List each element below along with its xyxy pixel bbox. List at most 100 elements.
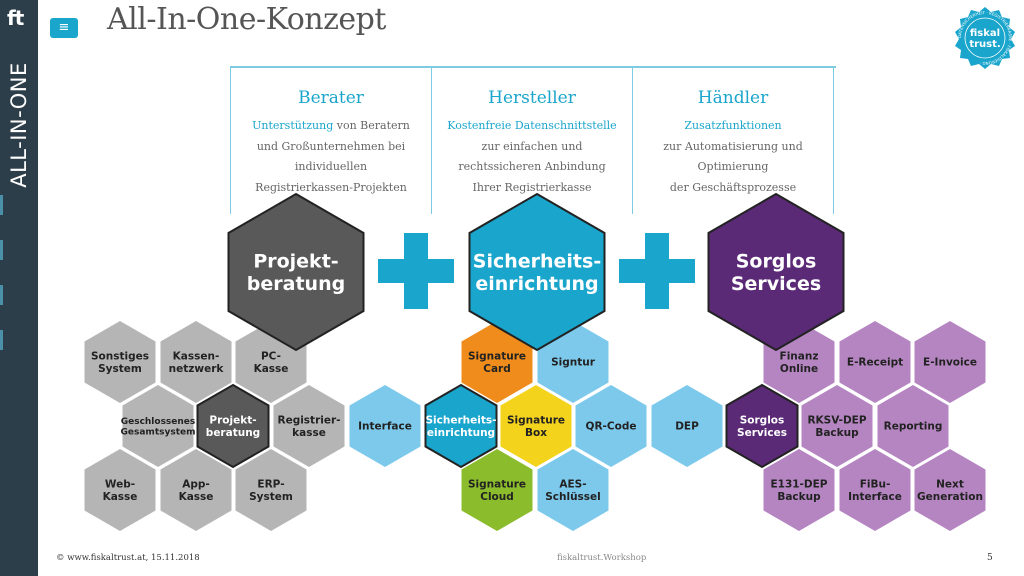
hex-web-kasse: Web-Kasse — [84, 449, 156, 531]
hex-reporting: Reporting — [877, 385, 949, 467]
footer-workshop: fiskaltrust.Workshop — [557, 553, 647, 563]
hex-e-invoice-label: E-Invoice — [923, 357, 977, 369]
hex-registrier-kasse-shape — [273, 385, 345, 467]
hex-e-receipt: E-Receipt — [839, 321, 911, 403]
hex-rksv-dep-backup-label: Backup — [815, 427, 859, 439]
hex-signature-card-label: Signature — [468, 350, 526, 362]
hex-app-kasse-label: App- — [182, 478, 210, 490]
big-hex-sorglos-services-label: Sorglos — [736, 250, 817, 272]
role-hersteller: Hersteller Kostenfreie Datenschnittstell… — [431, 68, 632, 214]
hex-dep-shape — [651, 385, 723, 467]
hex-projekt-beratung-shape — [196, 383, 270, 469]
hex-web-kasse-shape — [84, 449, 156, 531]
hex-erp-system-shape — [235, 449, 307, 531]
role-haendler: Händler Zusatzfunktionen zur Automatisie… — [632, 68, 834, 214]
hex-aes-schl-ssel-label: Schlüssel — [545, 491, 601, 503]
big-hex-projektberatung-label: Projekt- — [253, 250, 338, 272]
hex-e131-dep-backup-shape — [763, 449, 835, 531]
hex-sicherheits-einrichtung-label: einrichtung — [427, 427, 495, 439]
sidebar-marker — [0, 195, 3, 215]
hex-registrier-kasse: Registrier-kasse — [273, 385, 345, 467]
hex-next-generation-label: Next — [936, 478, 964, 490]
hex-registrier-kasse-label: Registrier- — [277, 414, 340, 426]
hex-signature-cloud-label: Cloud — [480, 491, 514, 503]
role-description: Unterstützung von Beratern und Großunter… — [252, 119, 410, 194]
big-hex-sicherheitseinrichtung-shape — [468, 192, 606, 352]
hex-fibu-interface: FiBu-Interface — [839, 449, 911, 531]
hex-app-kasse: App-Kasse — [160, 449, 232, 531]
hex-kassen-netzwerk: Kassen-netzwerk — [160, 321, 232, 403]
hex-kassen-netzwerk-shape — [160, 321, 232, 403]
plus-sign-left — [378, 233, 454, 309]
big-hex-sorglos-services-shape — [707, 192, 845, 352]
hex-finanz-online-label: Finanz — [780, 350, 819, 362]
hex-signature-card-shape — [461, 321, 533, 403]
hex-reporting-label: Reporting — [884, 421, 943, 433]
ft-logo: ft — [7, 6, 24, 30]
role-title: Berater — [298, 88, 364, 108]
role-title: Hersteller — [488, 88, 576, 108]
hex-e-invoice: E-Invoice — [914, 321, 986, 403]
hex-aes-schl-ssel: AES-Schlüssel — [537, 449, 609, 531]
roles-panel: Berater Unterstützung von Beratern und G… — [230, 66, 836, 214]
hex-reporting-shape — [877, 385, 949, 467]
hex-erp-system-label: ERP- — [257, 478, 284, 490]
hex-web-kasse-label: Kasse — [103, 491, 138, 503]
badge-line1: fiskal — [970, 28, 1000, 39]
hex-erp-system-label: System — [249, 491, 293, 503]
hex-projekt-beratung: Projekt-beratung — [196, 383, 270, 469]
big-hex-sorglos-services-label: Services — [731, 273, 821, 295]
hex-signature-box-label: Box — [525, 427, 547, 439]
hex-sonstiges-system-label: Sonstiges — [91, 350, 149, 362]
hex-e-invoice-shape — [914, 321, 986, 403]
hex-signtur: Signtur — [537, 321, 609, 403]
hex-projekt-beratung-label: beratung — [206, 427, 260, 439]
hex-aes-schl-ssel-shape — [537, 449, 609, 531]
hex-qr-code-shape — [575, 385, 647, 467]
page-title: All-In-One-Konzept — [107, 2, 386, 37]
hex-dep: DEP — [651, 385, 723, 467]
hex-sorglos-services-shape — [725, 383, 799, 469]
sidebar-marker — [0, 330, 3, 350]
big-hex-sicherheitseinrichtung-label: Sicherheits- — [473, 250, 601, 272]
hex-interface-label: Interface — [358, 421, 412, 433]
hex-fibu-interface-label: Interface — [848, 491, 902, 503]
hex-finanz-online-label: Online — [780, 363, 818, 375]
hex-pc-kasse-label: PC- — [261, 350, 281, 362]
hex-e131-dep-backup-label: Backup — [777, 491, 821, 503]
hex-sicherheits-einrichtung: Sicherheits-einrichtung — [424, 383, 498, 469]
hex-signtur-shape — [537, 321, 609, 403]
hex-pc-kasse-label: Kasse — [254, 363, 289, 375]
hex-kassen-netzwerk-label: Kassen- — [173, 350, 220, 362]
menu-button[interactable]: ≡ — [50, 18, 78, 38]
role-title: Händler — [697, 88, 769, 108]
hex-registrier-kasse-label: kasse — [292, 427, 326, 439]
hex-aes-schl-ssel-label: AES- — [559, 478, 586, 490]
hex-sonstiges-system-shape — [84, 321, 156, 403]
hex-next-generation-shape — [914, 449, 986, 531]
sidebar-marker — [0, 285, 3, 305]
sidebar: ft ALL-IN-ONE — [0, 0, 38, 576]
footer-copyright: © www.fiskaltrust.at, 15.11.2018 — [56, 553, 200, 563]
hex-sorglos-services-label: Services — [737, 427, 787, 439]
hex-app-kasse-shape — [160, 449, 232, 531]
role-description: Zusatzfunktionen zur Automatisierung und… — [663, 119, 803, 194]
hex-signature-box-label: Signature — [507, 414, 565, 426]
hex-qr-code-label: QR-Code — [586, 421, 637, 433]
hex-geschlossenes-gesamtsystem-label: Gesamtsystem — [121, 428, 196, 438]
hex-sonstiges-system-label: System — [98, 363, 142, 375]
big-hex-projektberatung: Projekt-beratung — [227, 192, 365, 352]
hex-sicherheits-einrichtung-shape — [424, 383, 498, 469]
hex-next-generation-label: Generation — [917, 491, 983, 503]
hex-interface-shape — [349, 385, 421, 467]
hex-e-receipt-shape — [839, 321, 911, 403]
hamburger-icon: ≡ — [58, 20, 70, 35]
hex-erp-system: ERP-System — [235, 449, 307, 531]
